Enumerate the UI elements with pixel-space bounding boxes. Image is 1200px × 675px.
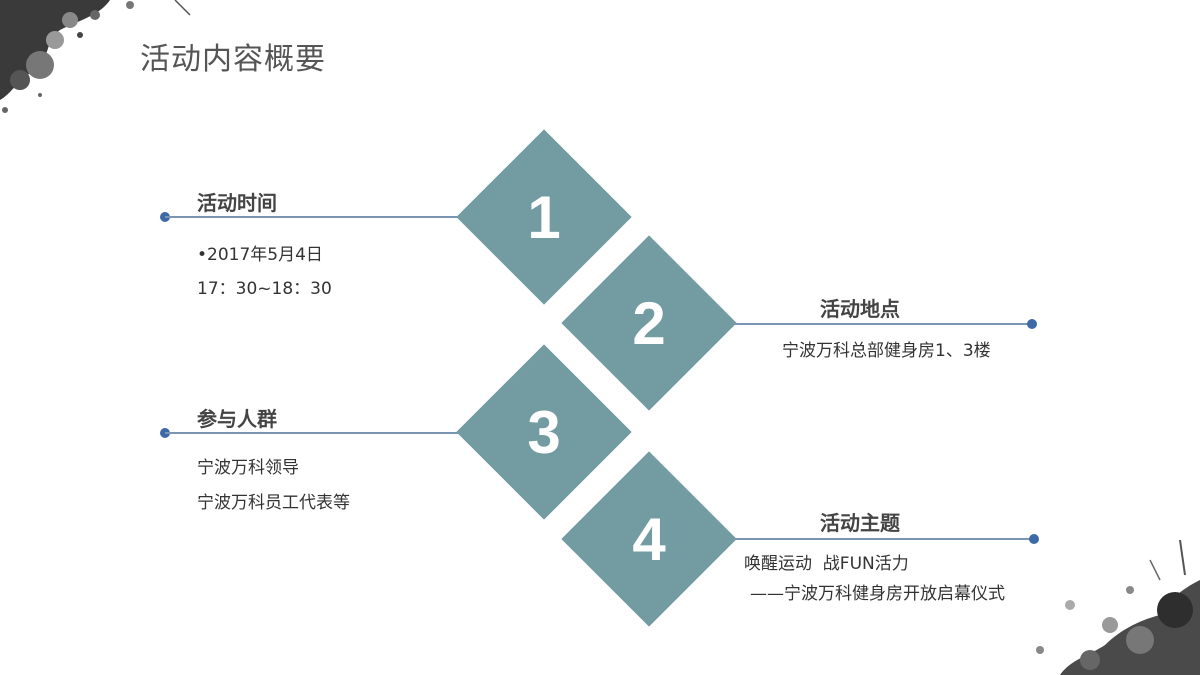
item-2-line-1: 宁波万科总部健身房1、3楼 [782, 341, 991, 361]
item-4-number: 4 [632, 505, 666, 573]
ink-splash-top-left-icon [0, 0, 191, 113]
ink-splash-bottom-right-icon [1036, 539, 1200, 675]
item-1-heading: 活动时间 [197, 191, 277, 215]
item-4-line-1: 唤醒运动 战FUN活力 [744, 554, 909, 574]
item-1-line-2: 17：30~18：30 [197, 279, 332, 299]
page-title: 活动内容概要 [140, 42, 326, 77]
item-1-number: 1 [527, 183, 561, 251]
item-4-connector-line [735, 538, 1032, 540]
item-3-heading: 参与人群 [197, 407, 277, 431]
item-3-connector-line [165, 432, 460, 434]
item-2-heading: 活动地点 [820, 297, 900, 321]
item-1-line-1: •2017年5月4日 [197, 245, 323, 265]
item-1-connector-line [165, 216, 460, 218]
item-2-number: 2 [632, 289, 666, 357]
item-3-line-1: 宁波万科领导 [197, 458, 299, 478]
item-4-heading: 活动主题 [820, 511, 900, 535]
item-4-line-2: ——宁波万科健身房开放启幕仪式 [750, 584, 1005, 604]
item-3-line-2: 宁波万科员工代表等 [197, 493, 350, 513]
item-4-dot [1029, 534, 1039, 544]
item-2-connector-line [735, 323, 1032, 325]
item-3-number: 3 [527, 398, 561, 466]
item-2-dot [1027, 319, 1037, 329]
